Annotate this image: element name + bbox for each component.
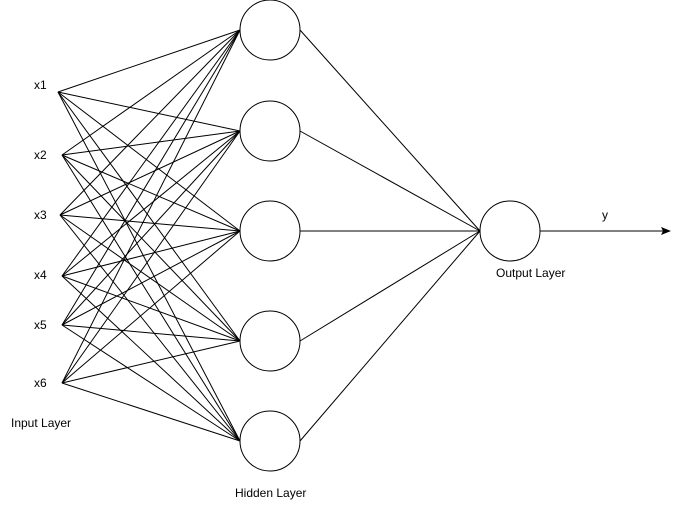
input-node-x6: x6: [34, 376, 47, 390]
input-node-labels: x1 x2 x3 x4 x5 x6: [34, 78, 47, 390]
edge-x5-h1: [61, 29, 241, 326]
hidden-layer-label: Hidden Layer: [235, 486, 306, 500]
hidden-node-5: [239, 410, 301, 472]
hidden-to-output-connections: [299, 29, 481, 442]
edge-x5-h2: [61, 130, 241, 326]
edge-x5-h4: [61, 324, 241, 342]
edge-x3-h5: [59, 214, 241, 442]
edge-x4-h1: [61, 29, 241, 277]
edge-x1-h4: [57, 91, 241, 342]
edge-h1-out: [299, 29, 481, 232]
edge-x2-h4: [61, 154, 241, 342]
hidden-node-1: [239, 0, 301, 61]
edge-x1-h2: [57, 91, 241, 132]
edge-x3-h3: [59, 214, 241, 232]
input-node-x1: x1: [34, 78, 47, 92]
output-y-label: y: [602, 208, 608, 222]
output-node: [479, 200, 541, 262]
edge-x4-h3: [61, 230, 241, 277]
edge-x6-h5: [61, 382, 241, 442]
output-layer-label: Output Layer: [496, 266, 565, 280]
hidden-node-4: [239, 310, 301, 372]
hidden-layer-nodes: [239, 0, 301, 472]
input-node-x3: x3: [34, 208, 47, 222]
edge-x1-h3: [57, 91, 241, 232]
input-layer-label: Input Layer: [11, 416, 71, 430]
input-to-hidden-connections: [57, 29, 241, 442]
edge-x2-h5: [61, 154, 241, 442]
edge-x4-h5: [61, 275, 241, 442]
edge-x1-h1: [57, 29, 241, 93]
edge-x3-h1: [59, 29, 241, 216]
edge-x2-h3: [61, 154, 241, 232]
hidden-node-2: [239, 100, 301, 162]
edge-x6-h4: [61, 340, 241, 384]
input-node-x2: x2: [34, 148, 47, 162]
edge-x5-h5: [61, 324, 241, 442]
edge-h5-out: [299, 230, 481, 442]
edge-x3-h2: [59, 130, 241, 216]
edge-x6-h3: [61, 230, 241, 384]
input-node-x4: x4: [34, 268, 47, 282]
edge-x5-h3: [61, 230, 241, 326]
edge-x2-h1: [61, 29, 241, 156]
edge-x6-h2: [61, 130, 241, 384]
edge-x4-h2: [61, 130, 241, 277]
edge-h4-out: [299, 230, 481, 342]
edge-h2-out: [299, 130, 481, 232]
hidden-node-3: [239, 200, 301, 262]
edge-x6-h1: [61, 29, 241, 384]
edge-x2-h2: [61, 130, 241, 156]
edge-x1-h5: [57, 91, 241, 442]
edge-x4-h4: [61, 275, 241, 342]
input-node-x5: x5: [34, 318, 47, 332]
